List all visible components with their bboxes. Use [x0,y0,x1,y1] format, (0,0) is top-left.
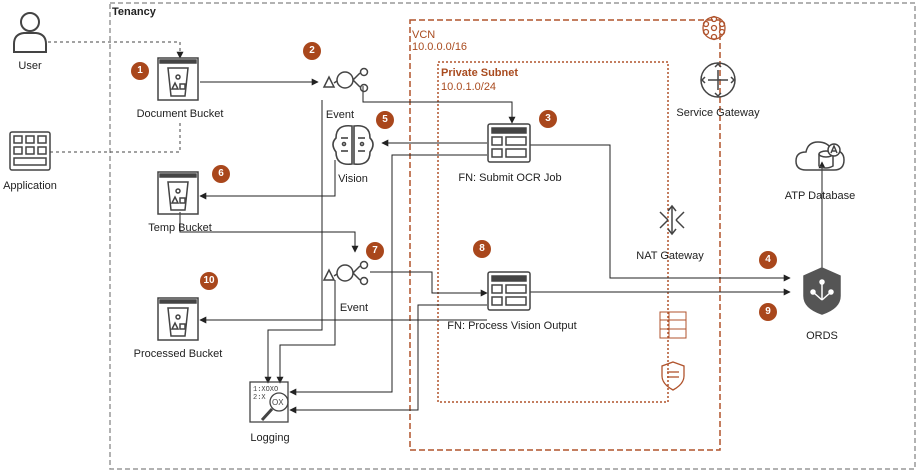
bucket-icon [157,171,199,215]
security-list-icon [659,311,687,339]
private-subnet-cidr: 10.0.1.0/24 [441,81,497,93]
fn-submit-label: FN: Submit OCR Job [458,172,562,184]
service-gateway-label: Service Gateway [676,107,760,119]
application-icon [9,131,51,171]
user-icon [13,12,47,53]
step-badge-5: 5 [376,111,394,129]
document-bucket-label: Document Bucket [136,108,224,120]
bucket-icon [157,57,199,101]
vision-brain-icon [332,124,374,166]
step-badge-7: 7 [366,242,384,260]
step-badge-2: 2 [303,42,321,60]
event1-label: Event [325,109,355,121]
processed-bucket-label: Processed Bucket [133,348,223,360]
event2-label: Event [339,302,369,314]
user-label: User [18,60,42,72]
application-label: Application [3,180,57,192]
private-subnet-region [437,61,669,403]
function-icon [487,271,531,311]
tenancy-label: Tenancy [112,6,156,18]
step-badge-6: 6 [212,165,230,183]
private-subnet-label: Private Subnet [441,67,519,79]
vcn-region [409,19,721,451]
vcn-label: VCN [412,29,436,41]
fn-process-label: FN: Process Vision Output [447,320,577,332]
logging-icon: 1:XOXO 2:X OX [249,381,289,423]
atp-database-label: ATP Database [784,190,856,202]
nat-gateway-label: NAT Gateway [636,250,704,262]
bucket-icon [157,297,199,341]
temp-bucket-label: Temp Bucket [148,222,212,234]
svg-text:2:X: 2:X [253,394,266,402]
step-badge-10: 10 [200,272,218,290]
step-badge-8: 8 [473,240,491,258]
step-badge-1: 1 [131,62,149,80]
step-badge-4: 4 [759,251,777,269]
step-badge-3: 3 [539,110,557,128]
ords-label: ORDS [806,330,838,342]
shield-icon [661,361,685,391]
svg-text:1:XOXO: 1:XOXO [253,386,278,394]
tenancy-region [109,2,916,470]
nat-gateway-icon [659,204,685,236]
vision-label: Vision [338,173,368,185]
vcn-cidr: 10.0.0.0/16 [412,41,468,53]
service-gateway-icon [700,62,736,98]
logging-label: Logging [250,432,290,444]
vcn-icon [702,15,726,41]
event-icon [322,260,369,286]
function-icon [487,123,531,163]
step-badge-9: 9 [759,303,777,321]
atp-database-icon [795,141,845,171]
event-icon [322,67,369,93]
ords-icon [803,267,841,315]
svg-text:OX: OX [272,398,284,407]
